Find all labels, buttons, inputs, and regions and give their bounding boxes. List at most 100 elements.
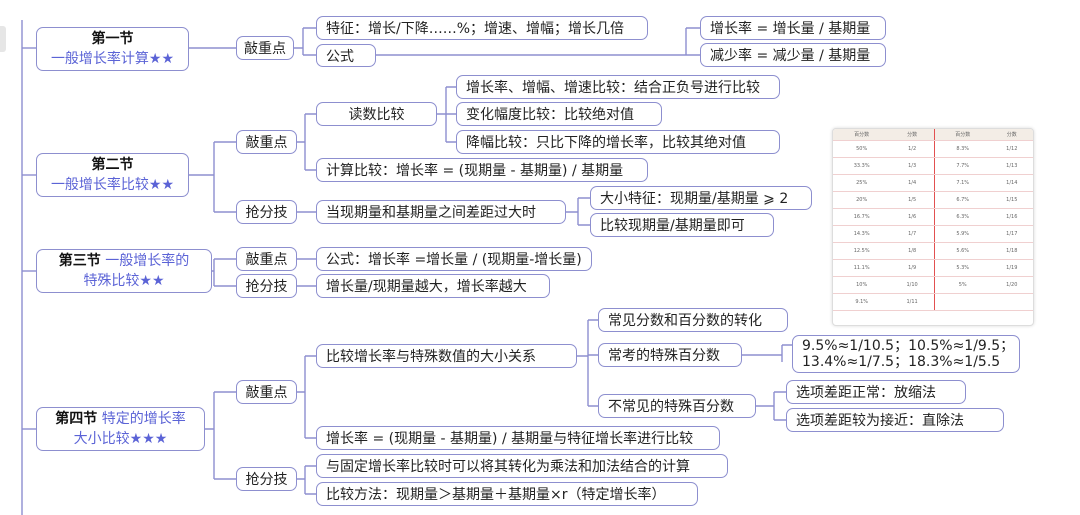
- section-1-node[interactable]: 第一节 一般增长率计算★★: [36, 27, 189, 71]
- table-cell: 1/14: [990, 174, 1033, 192]
- section-2-title: 第二节: [91, 157, 134, 173]
- s2-key-point-node[interactable]: 敲重点: [236, 130, 297, 154]
- table-cell: 1/11: [890, 293, 935, 311]
- s1-key-point-label: 敲重点: [244, 41, 286, 57]
- table-cell: 1/16: [990, 208, 1033, 226]
- s2-size-feature-node[interactable]: 大小特征：现期量/基期量 ⩾ 2: [590, 186, 812, 210]
- s2-key-point-label: 敲重点: [245, 135, 288, 151]
- s4-opt-close-text: 选项差距较为接近：直除法: [796, 413, 964, 429]
- s4-opt-normal-node[interactable]: 选项差距正常：放缩法: [786, 380, 966, 404]
- s2-read-rule-3-text: 降幅比较：只比下降的增长率，比较其绝对值: [466, 135, 746, 151]
- s4-key-point-node[interactable]: 敲重点: [236, 380, 297, 404]
- table-cell: 1/7: [890, 225, 935, 243]
- table-cell: 1/13: [990, 157, 1033, 175]
- s4-common-frac-node[interactable]: 常见分数和百分数的转化: [598, 308, 788, 332]
- table-cell: 9.1%: [833, 293, 891, 311]
- s4-special-relation-node[interactable]: 比较增长率与特殊数值的大小关系: [316, 344, 577, 368]
- s2-big-gap-text: 当现期量和基期量之间差距过大时: [326, 205, 536, 221]
- s4-uncommon-node[interactable]: 不常见的特殊百分数: [598, 394, 756, 418]
- s2-read-rule-2-node[interactable]: 变化幅度比较：比较绝对值: [456, 102, 662, 126]
- section-4-node[interactable]: 第四节 特定的增长率 大小比较★★★: [36, 407, 205, 451]
- table-cell: 1/15: [990, 191, 1033, 209]
- table-cell: [990, 293, 1033, 311]
- s1-feature-text: 特征：增长/下降……%；增速、增幅；增长几倍: [326, 21, 625, 37]
- table-cell: 1/3: [890, 157, 935, 175]
- table-cell: 10%: [833, 276, 891, 294]
- table-cell: 1/19: [990, 259, 1033, 277]
- table-cell: 12.5%: [833, 242, 891, 260]
- s2-score-tip-label: 抢分技: [245, 205, 288, 221]
- table-cell: 8.3%: [934, 140, 991, 158]
- s2-read-compare-node[interactable]: 读数比较: [316, 102, 437, 126]
- s4-method-node[interactable]: 比较方法：现期量＞基期量＋基期量×r（特定增长率）: [316, 482, 698, 506]
- section-2-subtitle: 一般增长率比较★★: [50, 177, 175, 193]
- s1-growth-rate-text: 增长率 = 增长量 / 基期量: [710, 21, 871, 37]
- section-3-node[interactable]: 第三节 一般增长率的 特殊比较★★: [36, 249, 212, 293]
- table-cell: 1/10: [890, 276, 935, 294]
- section-4-title: 第四节: [55, 411, 98, 427]
- table-cell: 11.1%: [833, 259, 891, 277]
- s4-opt-close-node[interactable]: 选项差距较为接近：直除法: [786, 408, 1004, 432]
- section-1-title: 第一节: [91, 31, 134, 47]
- s2-calc-compare-node[interactable]: 计算比较：增长率 = (现期量 - 基期量) / 基期量: [316, 158, 648, 182]
- s3-key-point-label: 敲重点: [245, 252, 288, 268]
- table-cell: 1/9: [890, 259, 935, 277]
- section-4-title-highlight: 特定的增长率: [101, 411, 186, 427]
- s2-compare-ratio-node[interactable]: 比较现期量/基期量即可: [590, 213, 774, 237]
- section-3-title-highlight: 一般增长率的: [105, 253, 190, 269]
- table-header: 百分数: [934, 129, 991, 141]
- s4-score-tip-node[interactable]: 抢分技: [236, 467, 297, 491]
- section-1-subtitle: 一般增长率计算★★: [50, 51, 175, 67]
- s3-key-point-node[interactable]: 敲重点: [236, 247, 297, 271]
- table-cell: 1/20: [990, 276, 1033, 294]
- s4-special-values-node[interactable]: 9.5%≈1/10.5；10.5%≈1/9.5； 13.4%≈1/7.5；18.…: [792, 335, 1020, 373]
- table-cell: 1/2: [890, 140, 935, 158]
- s2-read-compare-text: 读数比较: [348, 107, 405, 123]
- table-cell: 1/8: [890, 242, 935, 260]
- s1-key-point-node[interactable]: 敲重点: [236, 36, 294, 60]
- section-3-subtitle: 特殊比较★★: [83, 273, 165, 289]
- s1-decrease-rate-node[interactable]: 减少率 = 减少量 / 基期量: [700, 43, 886, 67]
- s2-read-rule-1-node[interactable]: 增长率、增幅、增速比较：结合正负号进行比较: [456, 75, 780, 99]
- s1-growth-rate-node[interactable]: 增长率 = 增长量 / 基期量: [700, 16, 886, 40]
- s4-method-text: 比较方法：现期量＞基期量＋基期量×r（特定增长率）: [326, 487, 666, 503]
- s3-formula-text: 公式：增长率 =增长量 / (现期量-增长量): [326, 252, 582, 268]
- table-cell: 5.6%: [934, 242, 991, 260]
- s3-score-tip-label: 抢分技: [245, 279, 288, 295]
- section-4-subtitle: 大小比较★★★: [73, 431, 168, 447]
- table-cell: 6.3%: [934, 208, 991, 226]
- s1-formula-node[interactable]: 公式: [316, 44, 376, 67]
- table-cell: 1/6: [890, 208, 935, 226]
- s2-big-gap-node[interactable]: 当现期量和基期量之间差距过大时: [316, 200, 566, 224]
- s4-common-special-node[interactable]: 常考的特殊百分数: [598, 343, 742, 367]
- s4-compare-feature-node[interactable]: 增长率 = (现期量 - 基期量) / 基期量与特征增长率进行比较: [316, 426, 720, 450]
- s4-score-tip-label: 抢分技: [245, 472, 288, 488]
- table-cell: 1/12: [990, 140, 1033, 158]
- table-cell: 20%: [833, 191, 891, 209]
- section-3-title: 第三节: [58, 253, 101, 269]
- s3-formula-node[interactable]: 公式：增长率 =增长量 / (现期量-增长量): [316, 247, 592, 271]
- s4-fixed-rate-node[interactable]: 与固定增长率比较时可以将其转化为乘法和加法结合的计算: [316, 454, 728, 478]
- table-cell: 1/4: [890, 174, 935, 192]
- table-header: 分数: [890, 129, 935, 141]
- s4-fixed-rate-text: 与固定增长率比较时可以将其转化为乘法和加法结合的计算: [326, 459, 690, 475]
- s3-tip-node[interactable]: 增长量/现期量越大，增长率越大: [316, 274, 550, 298]
- s4-special-relation-text: 比较增长率与特殊数值的大小关系: [326, 349, 536, 365]
- s2-read-rule-3-node[interactable]: 降幅比较：只比下降的增长率，比较其绝对值: [456, 130, 780, 154]
- s2-compare-ratio-text: 比较现期量/基期量即可: [600, 218, 745, 234]
- table-cell: 7.1%: [934, 174, 991, 192]
- s4-common-frac-text: 常见分数和百分数的转化: [608, 313, 762, 329]
- s2-size-feature-text: 大小特征：现期量/基期量 ⩾ 2: [600, 191, 789, 207]
- table-row: 9.1%1/11: [833, 293, 1033, 311]
- s3-score-tip-node[interactable]: 抢分技: [236, 274, 297, 298]
- s2-score-tip-node[interactable]: 抢分技: [236, 200, 297, 224]
- section-2-node[interactable]: 第二节 一般增长率比较★★: [36, 153, 189, 197]
- s1-feature-node[interactable]: 特征：增长/下降……%；增速、增幅；增长几倍: [316, 16, 648, 40]
